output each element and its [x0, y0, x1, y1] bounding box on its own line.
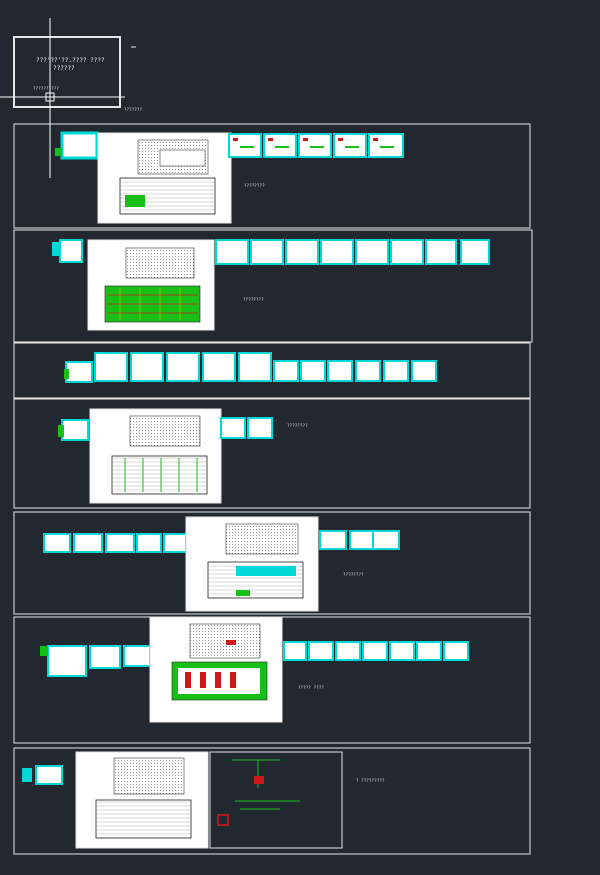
group-7-label: ? ?????????	[356, 778, 385, 783]
group-4-label: ????????	[287, 423, 308, 428]
cover-sheet	[60, 131, 99, 160]
group-5[interactable]	[43, 516, 400, 612]
title-block[interactable]	[13, 36, 136, 108]
sheet-row-2	[215, 239, 490, 265]
group-4[interactable]	[58, 408, 273, 504]
group-7[interactable]	[22, 751, 343, 849]
group-3-accent	[64, 369, 69, 379]
group-1[interactable]	[55, 131, 404, 224]
group-6[interactable]	[40, 616, 469, 723]
title-line-1: ???'??'??.???? ????	[36, 57, 105, 64]
sheet-row-1	[228, 133, 404, 158]
group-6-label: ????? ????	[298, 685, 325, 690]
group-1-label: ????????	[244, 183, 265, 188]
crosshair-cursor-icon	[0, 18, 125, 178]
group-3[interactable]	[65, 352, 437, 383]
group-2-label: ????????	[243, 297, 264, 302]
group-5-label: ????????	[343, 572, 364, 577]
group-2[interactable]	[52, 239, 490, 331]
title-block-note: ??????????	[33, 86, 60, 91]
title-line-2: ??????	[53, 65, 75, 72]
header-label: ???????	[124, 107, 143, 112]
title-block-text: ???'??'??.???? ???? ??????	[36, 57, 105, 73]
